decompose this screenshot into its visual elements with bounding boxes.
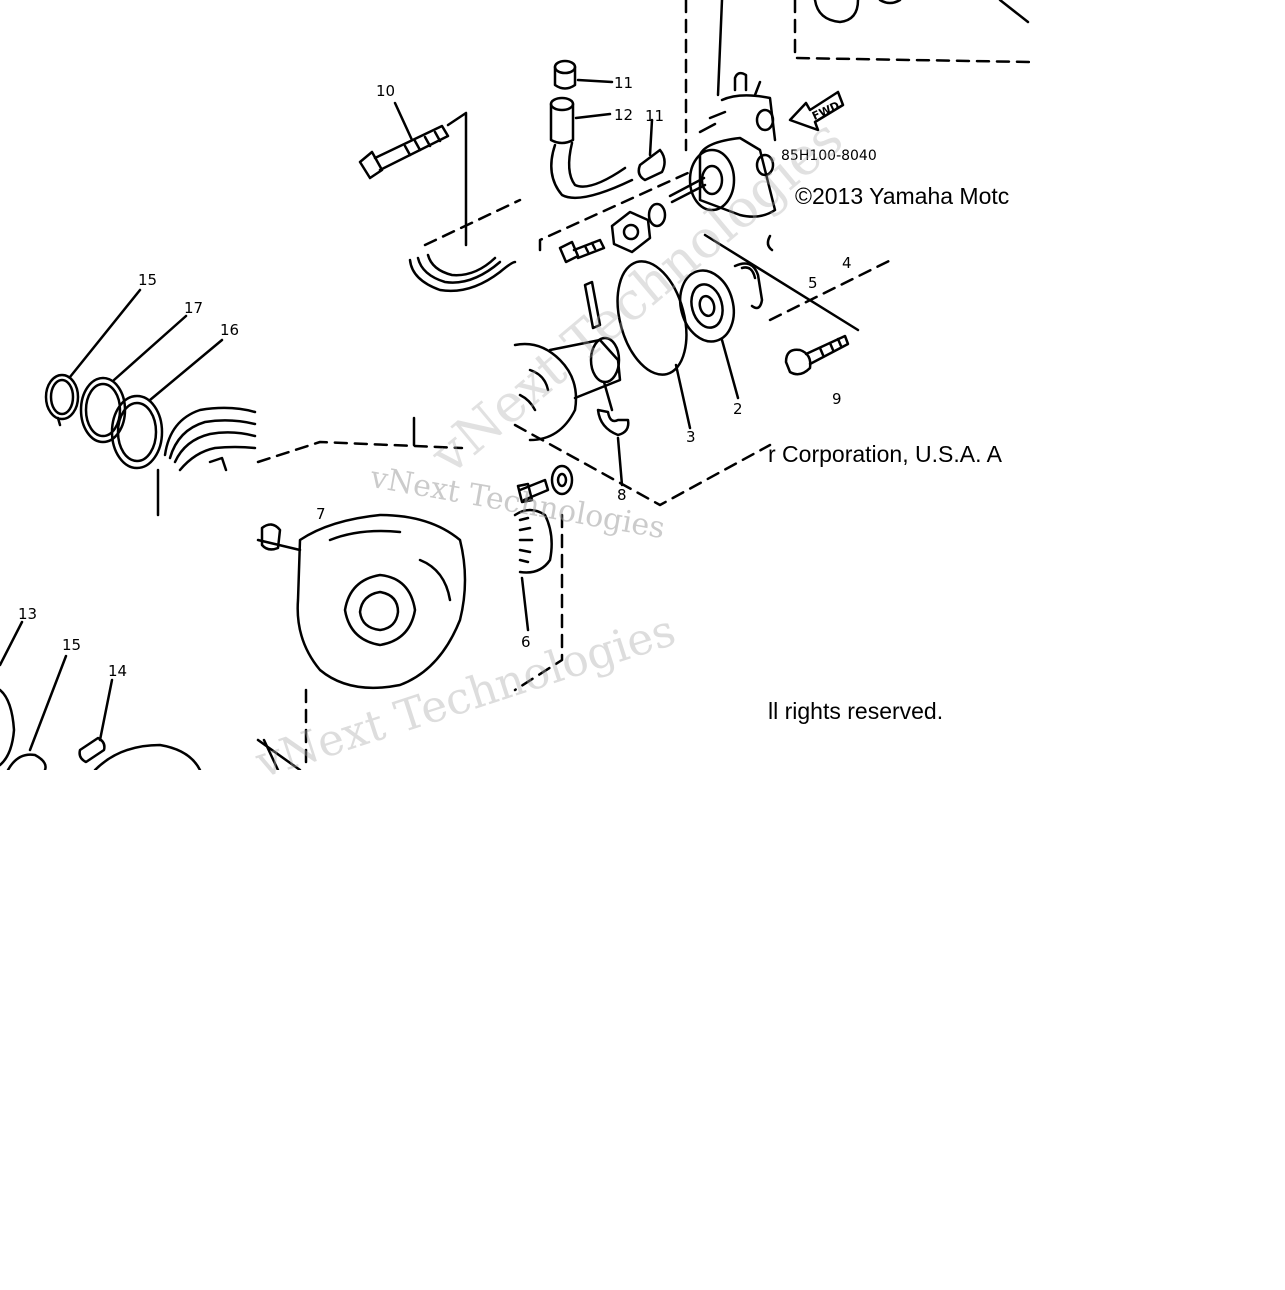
part-label: 12 [614, 106, 633, 124]
leader-line [674, 363, 692, 430]
guide-line [513, 423, 772, 507]
part-label: 13 [18, 605, 37, 623]
copyright-line-1: ©2013 Yamaha Motc [795, 183, 1010, 209]
gear-housing [93, 743, 202, 772]
bolt-10 [358, 101, 450, 180]
clip [733, 234, 774, 310]
circlip-15 [44, 373, 80, 427]
guide-line [513, 513, 564, 692]
gear-teeth [256, 738, 302, 772]
collar-11 [553, 59, 614, 90]
pin-14 [78, 678, 114, 764]
pin [583, 280, 602, 330]
part-label: 16 [220, 321, 239, 339]
blank-region [1030, 0, 1285, 770]
circlip-8 [596, 408, 630, 487]
leader-bracket [446, 111, 468, 247]
screw [558, 238, 606, 264]
guide-line [423, 198, 522, 247]
part-label: 10 [376, 82, 395, 100]
screw-9 [784, 334, 850, 376]
nut-and-washer [610, 202, 667, 254]
pump-shaft [513, 336, 622, 442]
part-label: 11 [614, 74, 633, 92]
part-label: 8 [617, 486, 627, 504]
part-label: 7 [316, 505, 326, 523]
seal-13 [0, 688, 16, 767]
part-label: 5 [808, 274, 818, 292]
part-label: 9 [832, 390, 842, 408]
copyright-line-2: r Corporation, U.S.A. A [768, 441, 1002, 467]
gear-6 [513, 508, 553, 632]
leader-line [112, 314, 188, 382]
pulley [156, 406, 257, 517]
leader-line [0, 620, 24, 667]
housing-cover-7 [256, 513, 467, 690]
part-label: 2 [733, 400, 743, 418]
part-label: 15 [138, 271, 157, 289]
bolt-washer [516, 464, 574, 504]
hose-12 [549, 96, 634, 200]
copyright-line-3: ll rights reserved. [768, 698, 944, 724]
top-right-inset [793, 0, 1032, 64]
circlip-15b [6, 753, 47, 772]
part-labels: 10 11 12 11 15 17 16 5 4 9 2 3 8 7 6 13 … [18, 74, 877, 680]
blank-region [0, 770, 1285, 1285]
part-label: 14 [108, 662, 127, 680]
o-ring-3 [616, 260, 688, 376]
oil-seal-2 [678, 269, 740, 400]
fwd-arrow-icon [788, 90, 845, 132]
guide-line [538, 170, 692, 252]
leader-line [148, 338, 224, 402]
part-label: 17 [184, 299, 203, 317]
blank-region [0, 0, 258, 260]
collar-11b [637, 118, 666, 182]
leader-line [68, 288, 142, 379]
part-code: 85H100-8040 [781, 148, 877, 164]
leader-bracket [703, 233, 860, 332]
guide-line [768, 256, 897, 322]
belt [408, 253, 517, 293]
part-label: 3 [686, 428, 696, 446]
part-label: 11 [645, 107, 664, 125]
guide-line [716, 0, 724, 97]
part-label: 15 [62, 636, 81, 654]
part-label: 6 [521, 633, 531, 651]
leader-line [28, 654, 68, 752]
ring-16 [110, 394, 164, 470]
part-label: 4 [842, 254, 852, 272]
pump-housing [668, 71, 777, 218]
